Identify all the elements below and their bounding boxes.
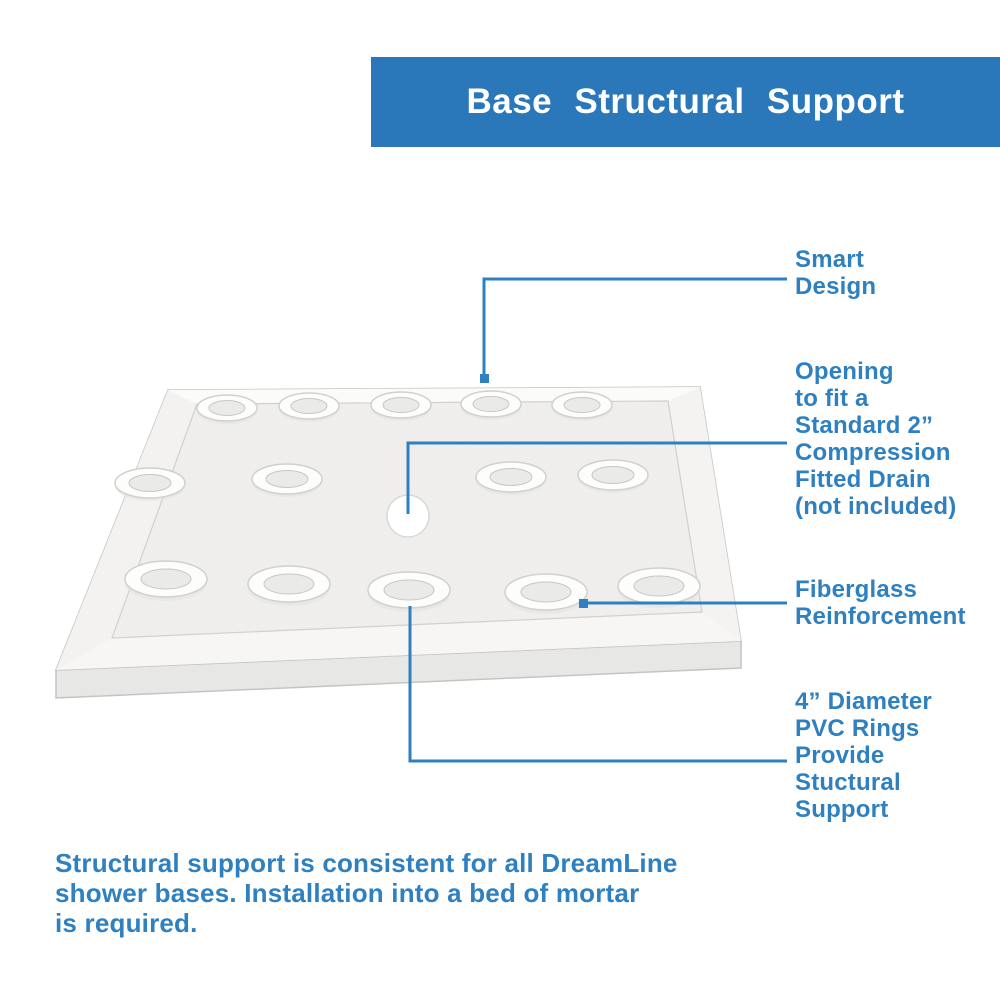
footer-text-line: Structural support is consistent for all… bbox=[55, 848, 678, 878]
callout-line-drain-opening bbox=[406, 441, 787, 514]
pvc-ring bbox=[577, 459, 649, 494]
callout-text-line: Standard 2” bbox=[795, 412, 934, 439]
page-title: Base Structural Support bbox=[466, 82, 905, 121]
pvc-ring bbox=[196, 394, 258, 425]
header-banner: Base Structural Support bbox=[371, 57, 1000, 147]
callout-text-line: PVC Rings bbox=[795, 715, 920, 742]
callout-text-line: Fitted Drain bbox=[795, 466, 931, 493]
callout-text-line: (not included) bbox=[795, 493, 957, 520]
tray-rim-front bbox=[56, 612, 741, 670]
callout-label-smart-design: Smart Design bbox=[795, 246, 876, 300]
footer-text-line: shower bases. Installation into a bed of… bbox=[55, 878, 640, 908]
callout-text-line: Fiberglass bbox=[795, 576, 918, 603]
pvc-ring bbox=[504, 573, 588, 615]
pvc-ring bbox=[114, 467, 186, 502]
callout-text-line: Reinforcement bbox=[795, 603, 966, 630]
tray-rim-left bbox=[56, 390, 197, 670]
callout-label-pvc-rings: 4” Diameter PVC Rings Provide Stuctural … bbox=[795, 688, 932, 823]
callout-text-line: Smart bbox=[795, 246, 865, 273]
callout-label-drain-opening: Opening to fit a Standard 2” Compression… bbox=[795, 358, 956, 520]
callout-line-fiberglass bbox=[579, 599, 787, 608]
pvc-ring bbox=[475, 461, 547, 496]
footer-description: Structural support is consistent for all… bbox=[55, 848, 678, 938]
pvc-ring bbox=[247, 565, 331, 607]
pvc-ring bbox=[460, 390, 522, 421]
shower-base-tray bbox=[54, 386, 742, 699]
pvc-ring bbox=[370, 391, 432, 422]
callout-text-line: 4” Diameter bbox=[795, 688, 932, 715]
callout-text-line: to fit a bbox=[795, 385, 869, 412]
pvc-ring bbox=[124, 560, 208, 602]
callout-line-smart-design bbox=[480, 277, 787, 383]
callout-text-line: Opening bbox=[795, 358, 894, 385]
callout-text-line: Design bbox=[795, 273, 877, 300]
footer-text-line: is required. bbox=[55, 908, 198, 938]
pvc-ring bbox=[278, 392, 340, 423]
callout-text-line: Stuctural bbox=[795, 769, 901, 796]
pvc-ring bbox=[251, 463, 323, 498]
callout-label-fiberglass: Fiberglass Reinforcement bbox=[795, 576, 966, 630]
tray-rim-right bbox=[668, 387, 741, 641]
callout-text-line: Provide bbox=[795, 742, 885, 769]
callout-text-line: Compression bbox=[795, 439, 951, 466]
callout-line-pvc-rings bbox=[408, 606, 787, 763]
callout-text-line: Support bbox=[795, 796, 889, 823]
pvc-ring bbox=[551, 391, 613, 422]
